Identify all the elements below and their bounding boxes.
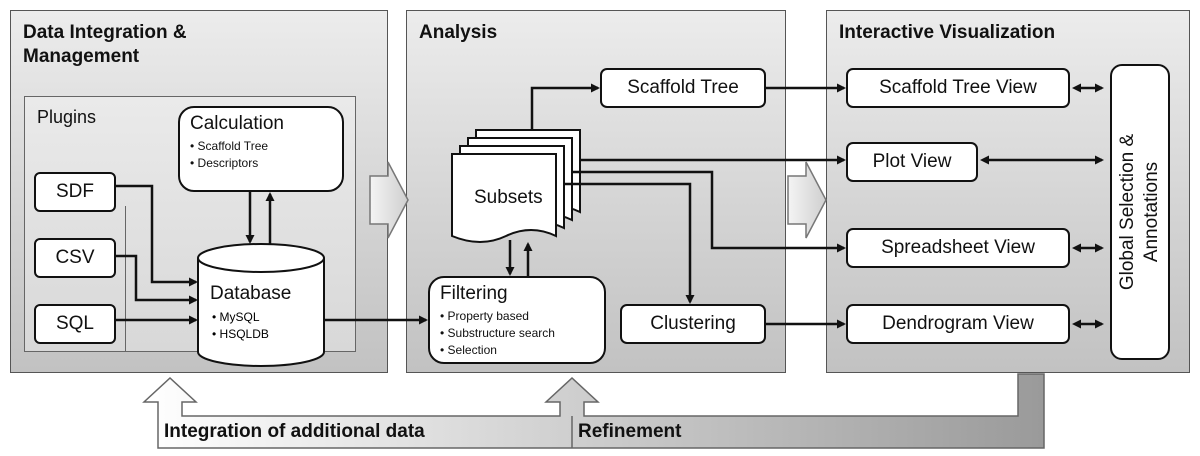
- calculation-list: Scaffold Tree Descriptors: [190, 138, 269, 172]
- analysis-title: Analysis: [419, 22, 498, 43]
- spreadsheet-view-label: Spreadsheet View: [881, 237, 1035, 258]
- scaffold-tree-view-box[interactable]: Scaffold Tree View: [846, 68, 1070, 108]
- database-item: HSQLDB: [212, 326, 269, 343]
- database-item: MySQL: [212, 309, 269, 326]
- calculation-item: Scaffold Tree: [190, 138, 269, 155]
- subsets-label: Subsets: [474, 187, 543, 208]
- dendrogram-view-box[interactable]: Dendrogram View: [846, 304, 1070, 344]
- sql-source-box[interactable]: SQL: [34, 304, 116, 344]
- filtering-item: Property based: [440, 308, 555, 325]
- scaffold-tree-label: Scaffold Tree: [627, 77, 739, 98]
- sdf-source-box[interactable]: SDF: [34, 172, 116, 212]
- scaffold-tree-view-label: Scaffold Tree View: [879, 77, 1037, 98]
- sql-label: SQL: [55, 313, 95, 334]
- panel-arrow-right-2: [787, 161, 827, 239]
- scaffold-tree-box[interactable]: Scaffold Tree: [600, 68, 766, 108]
- filtering-box[interactable]: Filtering Property based Substructure se…: [428, 276, 606, 364]
- spreadsheet-view-box[interactable]: Spreadsheet View: [846, 228, 1070, 268]
- filtering-item: Substructure search: [440, 325, 555, 342]
- database-title: Database: [210, 283, 292, 304]
- filtering-title: Filtering: [440, 283, 508, 304]
- refinement-label: Refinement: [578, 421, 682, 442]
- global-selection-box[interactable]: [1110, 64, 1170, 360]
- filtering-item: Selection: [440, 342, 555, 359]
- data-integration-title: Data Integration & Management: [23, 22, 187, 67]
- interactive-visualization-title: Interactive Visualization: [839, 22, 1056, 43]
- plugins-title: Plugins: [37, 107, 97, 127]
- global-selection-line: Annotations: [1141, 161, 1162, 263]
- clustering-box[interactable]: Clustering: [620, 304, 766, 344]
- csv-source-box[interactable]: CSV: [34, 238, 116, 278]
- database-list: MySQL HSQLDB: [212, 309, 269, 343]
- calculation-box[interactable]: Calculation Scaffold Tree Descriptors: [178, 106, 344, 192]
- calculation-item: Descriptors: [190, 155, 268, 172]
- global-selection-line: Global Selection &: [1117, 133, 1138, 291]
- dendrogram-view-label: Dendrogram View: [882, 313, 1034, 334]
- clustering-label: Clustering: [650, 313, 736, 334]
- csv-label: CSV: [55, 247, 95, 268]
- integration-label: Integration of additional data: [164, 421, 425, 442]
- plot-view-label: Plot View: [872, 151, 952, 172]
- sdf-label: SDF: [56, 181, 94, 202]
- plot-view-box[interactable]: Plot View: [846, 142, 978, 182]
- filtering-list: Property based Substructure search Selec…: [440, 308, 555, 359]
- calculation-title: Calculation: [190, 113, 284, 134]
